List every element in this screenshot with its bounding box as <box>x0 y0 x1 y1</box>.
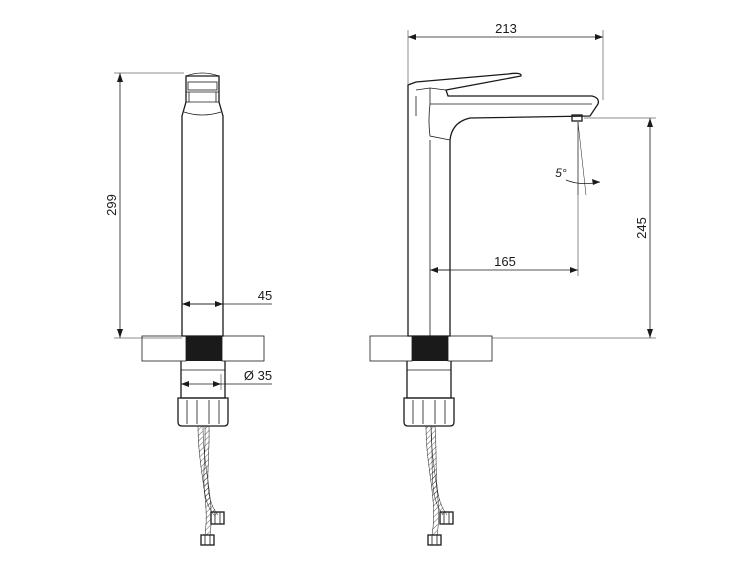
countertop-right <box>221 335 265 362</box>
hose-front-right <box>203 425 219 517</box>
dim-overall-depth: 213 <box>495 21 517 36</box>
mounting-hole <box>186 336 222 361</box>
dim-spout-height: 245 <box>634 217 649 239</box>
side-view: 213 165 245 5° <box>369 21 656 546</box>
mounting-hole-side <box>412 336 448 361</box>
countertop-left-side <box>369 335 413 362</box>
dim-spout-reach: 165 <box>494 254 516 269</box>
dim-base-diameter: Ø 35 <box>244 368 272 383</box>
countertop-right-side <box>447 335 493 362</box>
dim-body-width: 45 <box>258 288 272 303</box>
front-view: 299 45 Ø 35 <box>104 72 272 546</box>
mounting-nut-front <box>177 397 229 427</box>
dim-total-height: 299 <box>104 194 119 216</box>
countertop-left <box>141 335 187 362</box>
hose-side-right <box>430 425 448 517</box>
dim-spout-angle: 5° <box>555 166 567 180</box>
faucet-body-side <box>407 72 600 337</box>
mounting-nut-side <box>403 397 455 427</box>
